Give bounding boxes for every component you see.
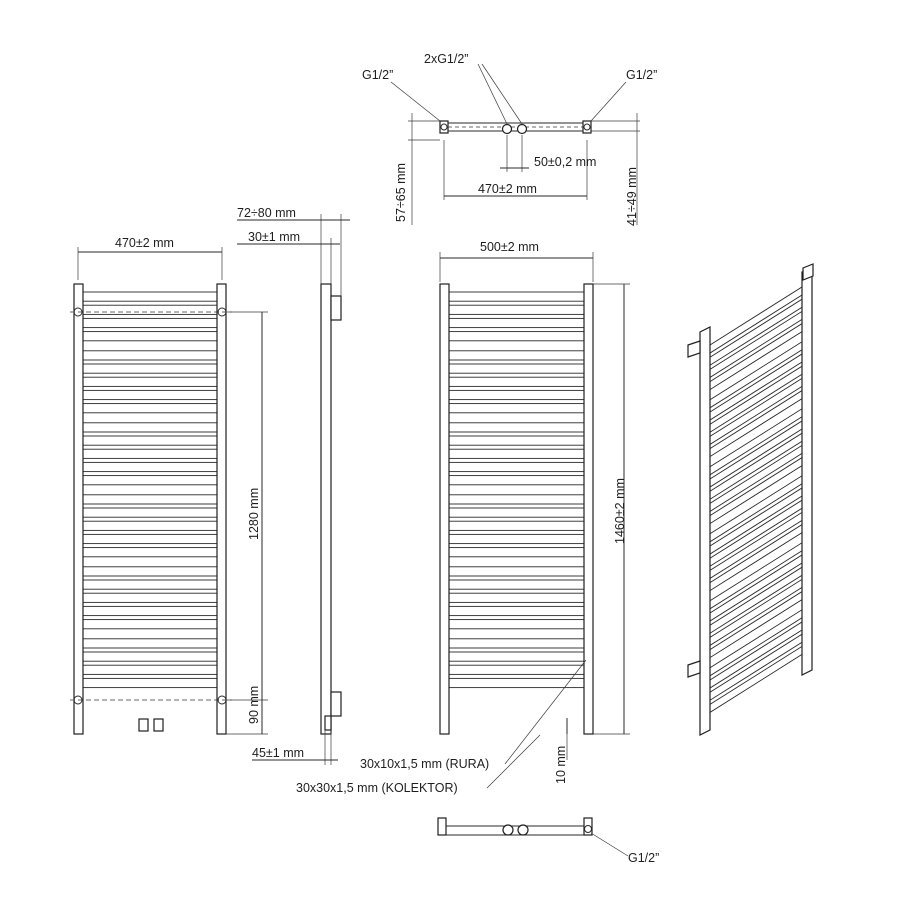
side-view: 72÷80 mm 30±1 mm 45±1 mm [237,206,350,765]
radiator-bar [82,435,218,446]
radiator-bar [82,605,218,617]
side-depth-panel-label: 30±1 mm [248,230,300,244]
radiator-bar [82,533,218,545]
radiator-bar [82,461,218,473]
top-spacing-label: 50±0,2 mm [534,155,596,169]
bottom-view: G1/2” [437,817,659,865]
radiator-bar [448,605,585,617]
radiator-bar [448,638,585,649]
side-wall-offset-label: 45±1 mm [252,746,304,760]
radiator-bar [448,363,585,374]
radiator-bar [448,435,585,446]
radiator-bar [82,350,218,361]
radiator-bar [448,566,585,577]
radiator-bar [82,376,218,387]
radiator-bar [448,403,585,414]
radiator-bar [82,547,218,558]
radiator-bar [82,619,218,630]
collector-label: 30x30x1,5 mm (KOLEKTOR) [296,781,458,795]
radiator-bar [82,448,218,459]
radiator-bar [448,651,585,662]
radiator-bar [448,507,585,518]
radiator-bar [448,533,585,545]
radiator-bar [82,291,218,302]
radiator-bar [448,592,585,603]
radiator-bar [82,494,218,505]
radiator-bar [448,422,585,433]
top-height-right-label: 41÷49 mm [625,167,639,226]
radiator-bar [448,291,585,302]
radiator-bar [448,677,585,689]
radiator-bar [82,579,218,590]
radiator-bar [82,317,218,329]
rear-bottom-offset-label: 10 mm [554,746,568,784]
radiator-bar [82,507,218,518]
radiator-bar [448,376,585,387]
top-width-label: 470±2 mm [478,182,537,196]
radiator-bar [448,389,585,401]
radiator-bar [82,520,218,531]
radiator-bar [82,389,218,401]
top-view: G1/2” 2xG1/2” G1/2” 57÷65 mm 41÷49 mm 50… [362,52,657,226]
radiator-bar [448,547,585,558]
top-left-connector-label: G1/2” [362,68,393,82]
radiator-bar [448,664,585,675]
radiator-bar [448,520,585,531]
top-right-connector-label: G1/2” [626,68,657,82]
radiator-bar [82,651,218,662]
radiator-bar [448,448,585,459]
radiator-bar [82,304,218,315]
top-middle-connector-label: 2xG1/2” [424,52,468,66]
radiator-bar [82,363,218,374]
radiator-bar [448,331,585,342]
front-width-label: 470±2 mm [115,236,174,250]
radiator-bar [448,350,585,361]
top-height-left-label: 57÷65 mm [394,163,408,222]
radiator-bar [82,638,218,649]
rear-width-label: 500±2 mm [480,240,539,254]
side-depth-total-label: 72÷80 mm [237,206,296,220]
radiator-bar [82,403,218,414]
radiator-bar [448,619,585,630]
radiator-bar [82,592,218,603]
radiator-bar [82,331,218,342]
radiator-bar [82,664,218,675]
bottom-connector-label: G1/2” [628,851,659,865]
radiator-bar [448,461,585,473]
radiator-bar [448,494,585,505]
radiator-bar [82,677,218,689]
radiator-bar [82,475,218,486]
rear-view: 500±2 mm 1460±2 mm 10 mm 30x10x1,5 mm (R… [296,240,630,795]
tube-label: 30x10x1,5 mm (RURA) [360,757,489,771]
radiator-bar [82,422,218,433]
front-view: 470±2 mm 1280 mm 90 mm [70,236,268,735]
front-bottom-offset-label: 90 mm [247,686,261,724]
radiator-bar [448,579,585,590]
rear-height-label: 1460±2 mm [613,478,627,544]
radiator-bar [82,566,218,577]
radiator-bar [448,475,585,486]
isometric-view [687,263,814,736]
front-height-label: 1280 mm [247,488,261,540]
radiator-bar [448,317,585,329]
radiator-bar [448,304,585,315]
